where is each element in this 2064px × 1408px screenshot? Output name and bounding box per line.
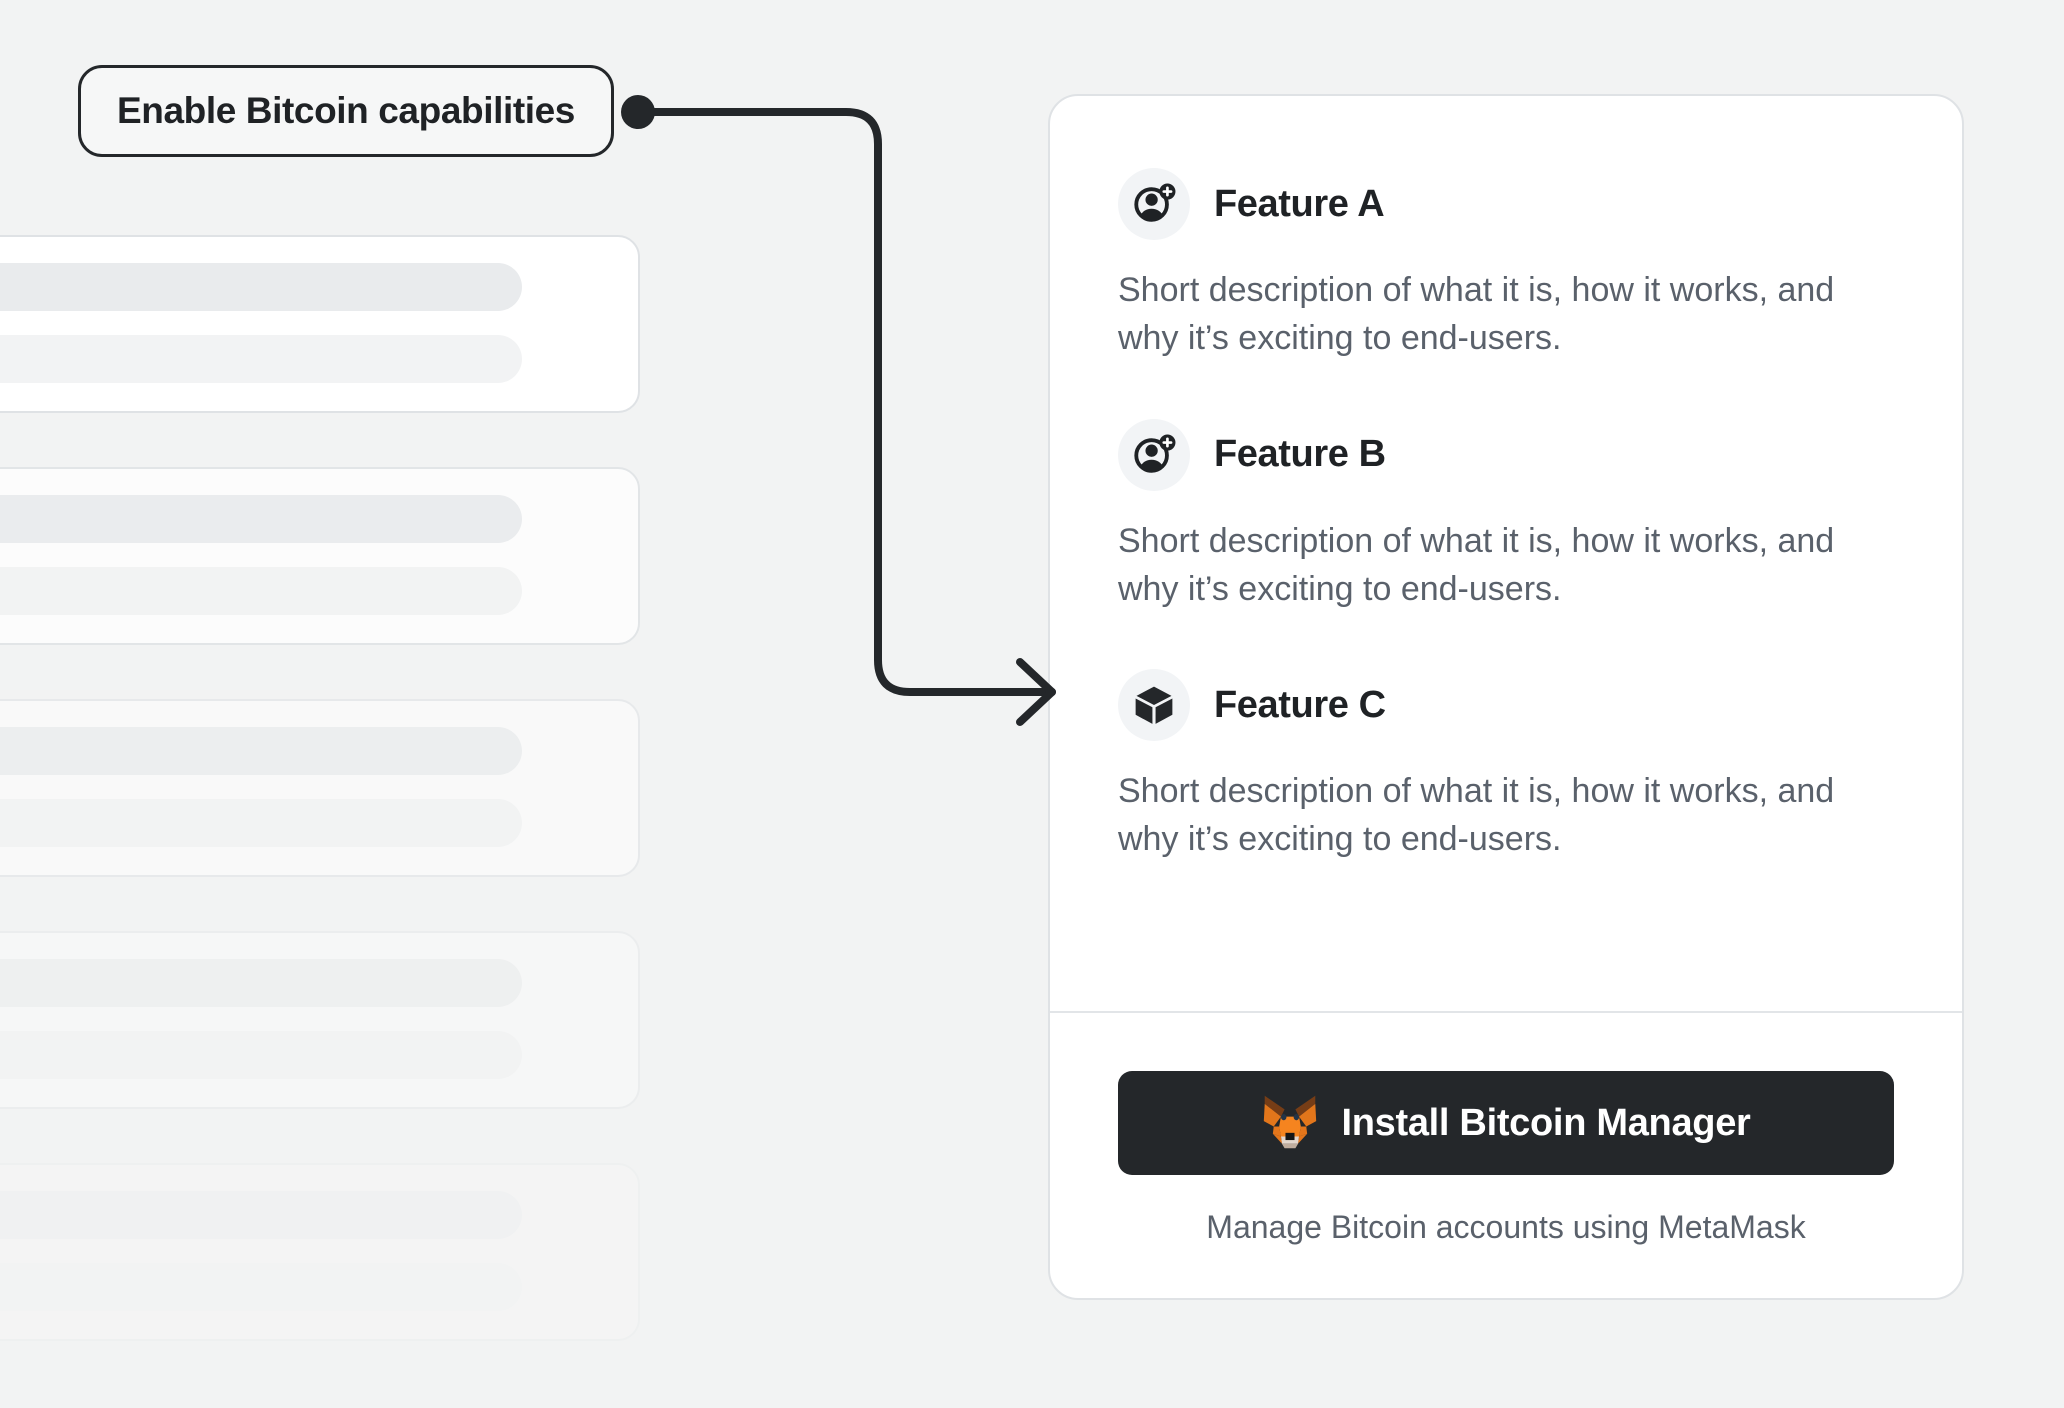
account-add-icon [1118,418,1190,491]
account-add-icon [1118,168,1190,240]
feature-header: Feature B [1118,418,1894,491]
connector-line [634,108,1056,696]
skeleton-bar-primary [0,263,522,311]
install-button-label: Install Bitcoin Manager [1341,1101,1751,1144]
skeleton-bar-secondary [0,567,522,615]
skeleton-bar-primary [0,495,522,543]
feature-list: Feature A Short description of what it i… [1050,96,1962,1011]
skeleton-bar-primary [0,727,522,775]
feature-item: Feature A Short description of what it i… [1118,168,1894,363]
feature-description: Short description of what it is, how it … [1118,271,1835,358]
card-divider [1050,1010,1962,1013]
skeleton-bar-primary [0,1191,522,1239]
install-caption: Manage Bitcoin accounts using MetaMask [1206,1209,1806,1245]
feature-title: Feature C [1214,683,1386,726]
feature-header: Feature A [1118,168,1894,240]
feature-description: Short description of what it is, how it … [1118,772,1835,859]
skeleton-card [0,235,640,413]
callout-label-pill: Enable Bitcoin capabilities [78,65,614,157]
install-section: Install Bitcoin Manager Manage Bitcoin a… [1050,1013,1962,1298]
skeleton-bar-primary [0,959,522,1007]
feature-header: Feature C [1118,669,1894,742]
skeleton-placeholder-column [0,235,640,1408]
skeleton-bar-secondary [0,799,522,847]
cube-icon [1118,669,1190,742]
connector-dot-icon [621,95,655,129]
skeleton-bar-secondary [0,1031,522,1079]
feature-item: Feature C Short description of what it i… [1118,669,1894,864]
skeleton-card [0,1163,640,1341]
install-bitcoin-manager-button[interactable]: Install Bitcoin Manager [1118,1071,1894,1175]
feature-title: Feature B [1214,433,1386,476]
bitcoin-capabilities-card: Feature A Short description of what it i… [1048,94,1964,1300]
metamask-fox-icon [1261,1094,1319,1153]
skeleton-bar-secondary [0,335,522,383]
skeleton-card [0,467,640,645]
feature-item: Feature B Short description of what it i… [1118,418,1894,614]
feature-title: Feature A [1214,182,1385,225]
skeleton-card [0,931,640,1109]
skeleton-card [0,699,640,877]
callout-label-text: Enable Bitcoin capabilities [117,90,575,131]
skeleton-bar-secondary [0,1263,522,1311]
feature-description: Short description of what it is, how it … [1118,521,1835,608]
